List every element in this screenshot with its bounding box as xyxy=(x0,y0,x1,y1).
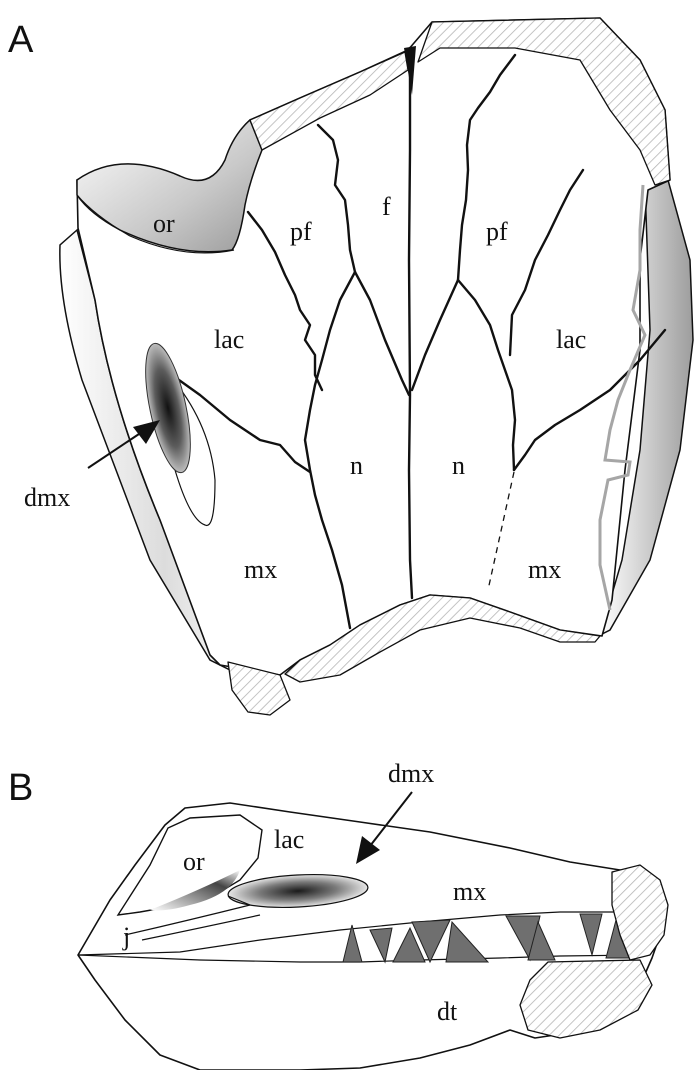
label-n-right: n xyxy=(452,451,465,480)
broken-dentary xyxy=(520,960,652,1038)
label-b-mx: mx xyxy=(453,877,486,906)
label-pf-right: pf xyxy=(486,217,508,246)
label-b-dmx: dmx xyxy=(388,759,434,788)
label-n-left: n xyxy=(350,451,363,480)
label-b-lac: lac xyxy=(274,825,304,854)
label-lac-left: lac xyxy=(214,325,244,354)
panel-a: A xyxy=(8,18,693,715)
panel-b: B dmx or lac mx j xyxy=(8,759,668,1070)
label-b-or: or xyxy=(183,847,205,876)
panel-a-letter: A xyxy=(8,19,34,61)
label-b-j: j xyxy=(122,922,130,951)
label-mx-left: mx xyxy=(244,555,277,584)
label-mx-right: mx xyxy=(528,555,561,584)
label-b-dt: dt xyxy=(437,997,458,1026)
panel-b-letter: B xyxy=(8,767,33,809)
label-or: or xyxy=(153,209,175,238)
label-f: f xyxy=(382,192,391,221)
label-dmx: dmx xyxy=(24,483,70,512)
label-pf-left: pf xyxy=(290,217,312,246)
label-lac-right: lac xyxy=(556,325,586,354)
